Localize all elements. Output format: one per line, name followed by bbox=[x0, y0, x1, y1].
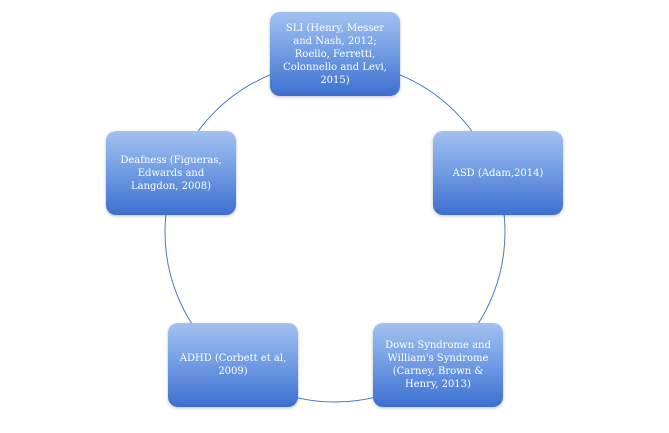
node-asd: ASD (Adam,2014) bbox=[433, 131, 563, 215]
node-down-williams-syndrome: Down Syndrome and William's Syndrome (Ca… bbox=[373, 323, 503, 407]
node-sli: SLI (Henry, Messer and Nash, 2012; Roell… bbox=[270, 12, 400, 96]
node-adhd: ADHD (Corbett et al, 2009) bbox=[168, 323, 298, 407]
node-deafness: Deafness (Figueras, Edwards and Langdon,… bbox=[106, 131, 236, 215]
